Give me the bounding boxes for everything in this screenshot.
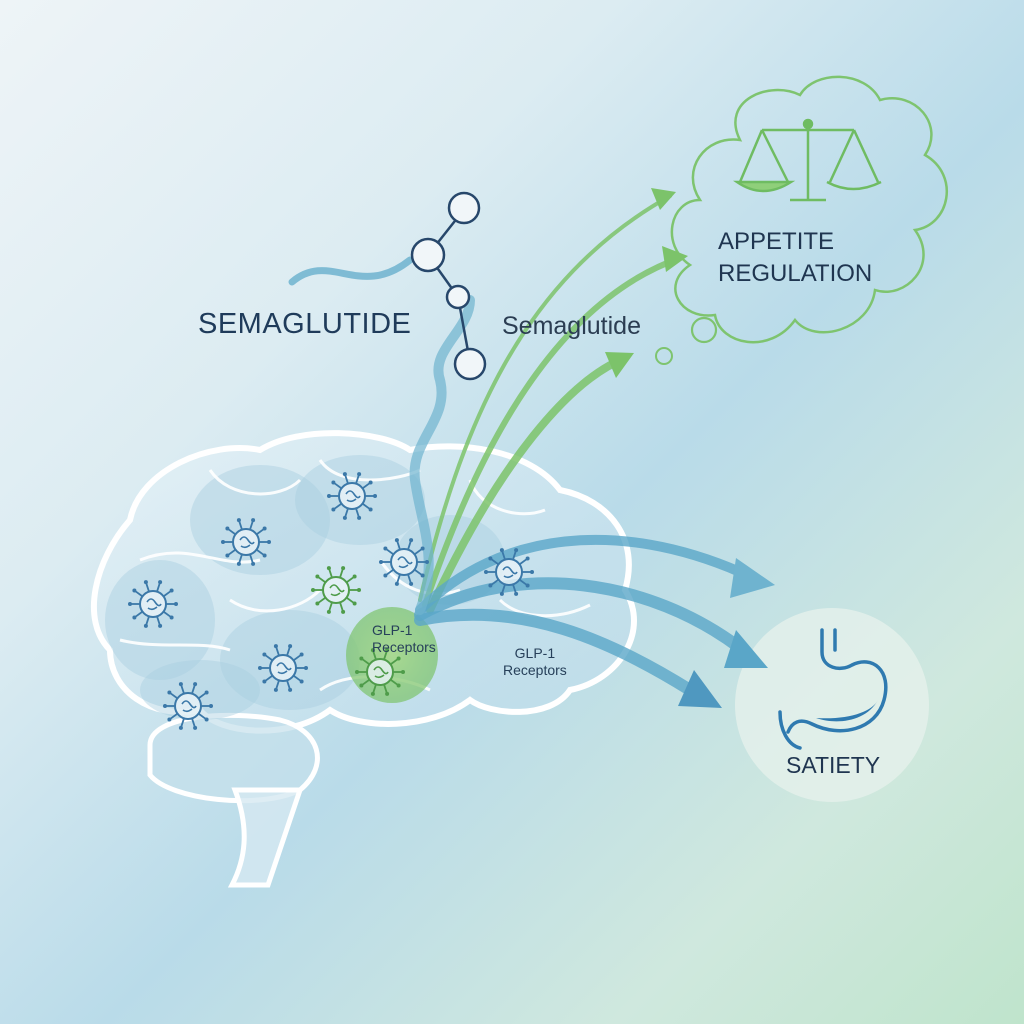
stomach-icon [778,628,888,750]
semaglutide-ribbon [288,256,475,615]
appetite-label-line1: APPETITE [718,228,835,255]
receptor-cells [128,472,534,730]
receptor-cell-icon [327,472,377,520]
green-flow-arrows [418,188,688,614]
glp1-receptor-label-inner: GLP-1 Receptors [372,622,436,656]
molecule-chain-icon [410,191,487,381]
receptor-b-line2: Receptors [503,662,567,678]
receptor-cell-icon [221,518,271,566]
appetite-regulation-label: APPETITE REGULATION [718,226,872,290]
receptor-cell-icon [128,580,178,628]
receptor-cell-icon [484,548,534,596]
receptor-cell-icon [163,682,213,730]
receptor-cell-icon [311,566,361,614]
semaglutide-label-main: SEMAGLUTIDE [198,308,412,340]
satiety-circle [735,608,929,802]
receptor-a-line2: Receptors [372,639,436,655]
brain-illustration [90,430,637,888]
glp1-receptor-label-outer: GLP-1 Receptors [503,645,567,679]
receptor-cell-icon [258,644,308,692]
balance-scale-icon [732,118,882,202]
appetite-label-line2: REGULATION [718,260,873,287]
receptor-cell-icon [355,648,405,696]
receptor-a-line1: GLP-1 [372,622,413,638]
satiety-label: SATIETY [786,752,881,778]
receptor-cell-icon [379,538,429,586]
appetite-thought-bubble [655,75,949,365]
semaglutide-label-secondary: Semaglutide [502,312,641,340]
receptor-b-line1: GLP-1 [514,645,556,661]
blue-flow-arrows [414,534,775,708]
